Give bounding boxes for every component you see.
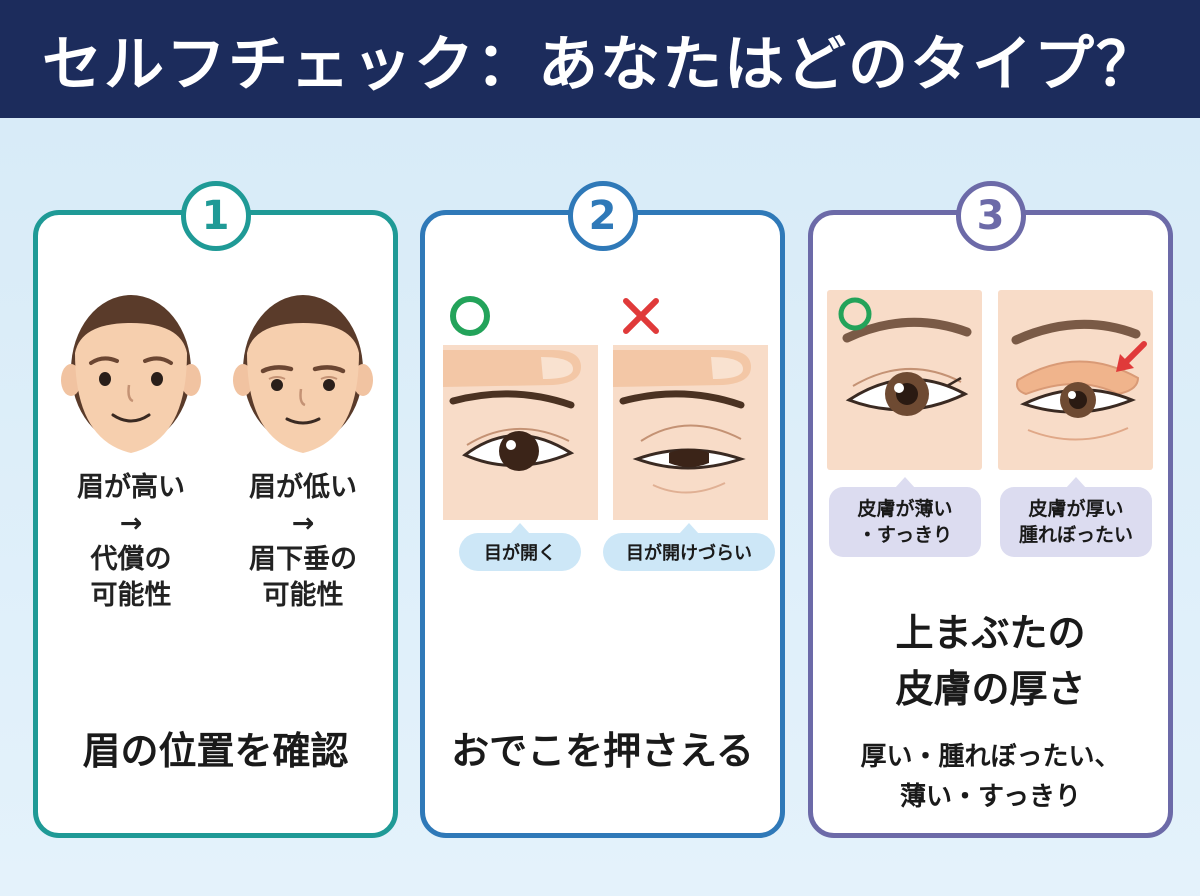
thin-eyelid-illustration: [827, 290, 982, 470]
card-title: おでこを押さえる: [451, 729, 754, 773]
ok-circle-icon: [838, 297, 872, 331]
ng-cross-icon: [623, 298, 659, 334]
card-eyebrow-position: 1 眉が高い → 代償の 可能性: [33, 181, 398, 838]
face-low-brow-caption: 眉が低い → 眉下垂の 可能性: [223, 470, 383, 614]
card-forehead-press: 2 目が開く 目が開けづらい おでこを押さえる: [420, 181, 785, 838]
card-eyelid-thickness: 3 皮膚が薄い ・すっきり: [808, 181, 1173, 838]
arrow-icon: →: [119, 508, 143, 539]
label-line: 腫れぼったい: [1018, 524, 1133, 546]
thin-skin-label: 皮膚が薄い ・すっきり: [829, 487, 981, 557]
eye-open-illustration: [443, 345, 598, 520]
face-high-brow-caption: 眉が高い → 代償の 可能性: [51, 470, 211, 614]
step-number-badge: 2: [567, 181, 638, 251]
caption-line: 可能性: [262, 580, 344, 611]
caption-line: 眉が低い: [249, 472, 357, 503]
subtitle-line: 厚い・腫れぼったい、: [860, 742, 1121, 772]
label-line: 皮膚が厚い: [1028, 498, 1124, 520]
caption-line: 眉が高い: [77, 472, 185, 503]
ok-circle-icon: [450, 296, 490, 336]
subtitle-line: 薄い・すっきり: [900, 782, 1081, 812]
result-label-hard: 目が開けづらい: [603, 533, 775, 571]
label-line: 皮膚が薄い: [857, 498, 953, 520]
caption-line: 可能性: [90, 580, 172, 611]
step-number-badge: 3: [955, 181, 1026, 251]
card-title: 上まぶたの 皮膚の厚さ: [813, 605, 1168, 717]
face-low-brow-illustration: [233, 275, 373, 460]
arrow-icon: →: [291, 508, 315, 539]
header-bar: セルフチェック：あなたはどのタイプ？: [0, 0, 1200, 118]
eye-hard-to-open-illustration: [613, 345, 768, 520]
title-line: 上まぶたの: [895, 611, 1086, 655]
face-high-brow-illustration: [61, 275, 201, 460]
thick-skin-label: 皮膚が厚い 腫れぼったい: [1000, 487, 1152, 557]
thick-eyelid-illustration: [998, 290, 1153, 470]
page-title: セルフチェック：あなたはどのタイプ？: [42, 29, 1158, 100]
caption-line: 代償の: [90, 544, 172, 575]
result-label-open: 目が開く: [459, 533, 581, 571]
label-line: ・すっきり: [857, 524, 953, 546]
card-subtitle: 厚い・腫れぼったい、 薄い・すっきり: [813, 737, 1168, 817]
pointer-arrow-icon: [1116, 341, 1147, 372]
title-line: 皮膚の厚さ: [895, 667, 1086, 711]
caption-line: 眉下垂の: [249, 544, 357, 575]
card-title: 眉の位置を確認: [82, 729, 349, 773]
step-number-badge: 1: [180, 181, 251, 251]
